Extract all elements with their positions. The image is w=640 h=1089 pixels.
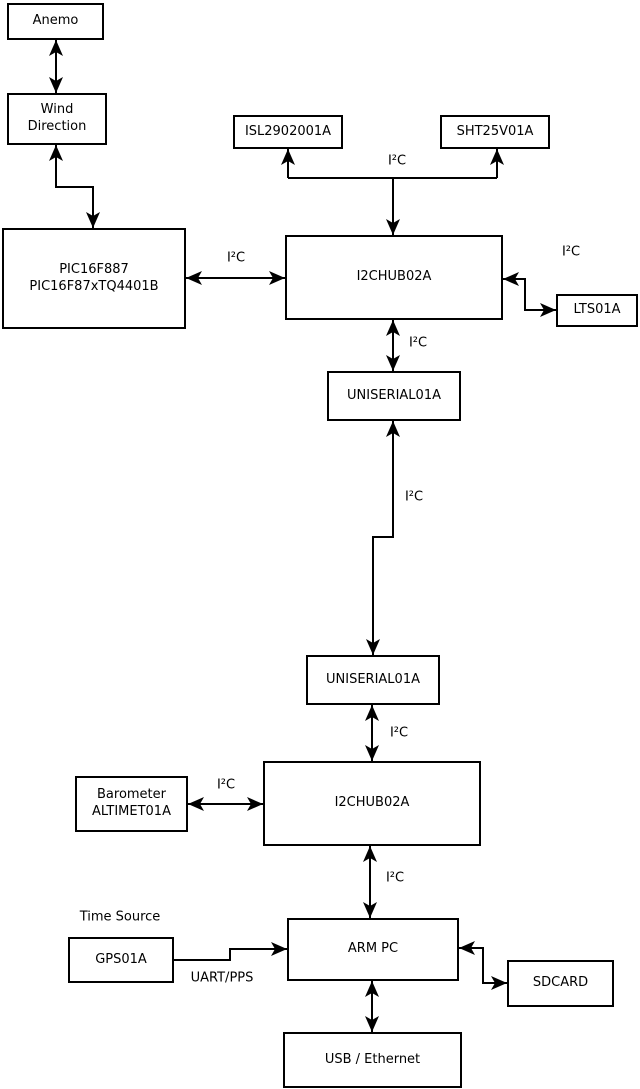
node-arm-pc-label: ARM PC <box>347 941 399 957</box>
edge-label-hub2-armpc-i2c: I²C <box>385 870 405 886</box>
node-sdcard-label: SDCARD <box>532 975 589 991</box>
edge-uniserial1-uniserial2 <box>366 421 400 655</box>
edge-label-pic-hub1-i2c: I²C <box>226 250 246 266</box>
node-sdcard: SDCARD <box>507 960 614 1007</box>
node-sht25v01a-label: SHT25V01A <box>456 123 534 139</box>
edge-hub1-lts <box>503 272 556 317</box>
node-gps01a-label: GPS01A <box>95 951 147 967</box>
node-wind-direction-label-line2: Direction <box>27 119 87 134</box>
node-i2chub02a-upper-label: I2CHUB02A <box>356 269 432 285</box>
node-barometer: Barometer ALTIMET01A <box>75 776 188 832</box>
edge-label-hub1-uniserial1-i2c: I²C <box>408 335 428 351</box>
edge-armpc-sdcard <box>459 941 507 990</box>
edge-gps-armpc <box>173 942 287 961</box>
edge-label-sensor-bus-i2c: I²C <box>387 153 407 169</box>
node-barometer-label-line1: Barometer <box>97 787 166 803</box>
node-anemo: Anemo <box>7 3 104 40</box>
node-usb-ethernet: USB / Ethernet <box>283 1032 462 1088</box>
node-uniserial01a-upper-label: UNISERIAL01A <box>347 387 441 403</box>
node-wind-direction: Wind Direction <box>7 93 107 145</box>
node-usb-ethernet-label: USB / Ethernet <box>324 1051 421 1067</box>
node-wind-direction-label-line1: Wind <box>40 102 74 118</box>
edge-label-hub1-lts-i2c: I²C <box>561 244 581 260</box>
edge-label-uniserial-link-i2c: I²C <box>404 489 424 505</box>
node-pic16f887-label-line1: PIC16F887 <box>59 261 129 277</box>
edge-label-uniserial2-hub2-i2c: I²C <box>389 725 409 741</box>
node-arm-pc: ARM PC <box>287 918 459 981</box>
node-pic16f887: PIC16F887 PIC16F87xTQ4401B <box>2 228 186 329</box>
node-gps01a: GPS01A <box>68 937 174 983</box>
node-isl2902001a-label: ISL2902001A <box>244 123 332 139</box>
node-uniserial01a-lower: UNISERIAL01A <box>306 655 440 705</box>
node-i2chub02a-lower: I2CHUB02A <box>263 761 481 846</box>
node-lts01a-label: LTS01A <box>573 302 621 318</box>
node-uniserial01a-lower-label: UNISERIAL01A <box>326 671 420 687</box>
node-sht25v01a: SHT25V01A <box>440 115 550 149</box>
edge-wind-pic <box>49 145 100 228</box>
edge-label-uart-pps: UART/PPS <box>190 970 254 986</box>
node-uniserial01a-upper: UNISERIAL01A <box>327 371 461 421</box>
node-pic16f887-label-line2: PIC16F87xTQ4401B <box>29 278 159 294</box>
node-i2chub02a-upper: I2CHUB02A <box>285 235 503 320</box>
edge-label-barometer-hub2-i2c: I²C <box>216 777 236 793</box>
node-anemo-label: Anemo <box>32 13 79 29</box>
node-lts01a: LTS01A <box>556 294 638 327</box>
node-barometer-label-line2: ALTIMET01A <box>92 804 171 819</box>
node-i2chub02a-lower-label: I2CHUB02A <box>334 795 410 811</box>
edge-label-time-source: Time Source <box>79 909 161 925</box>
node-isl2902001a: ISL2902001A <box>233 115 343 149</box>
